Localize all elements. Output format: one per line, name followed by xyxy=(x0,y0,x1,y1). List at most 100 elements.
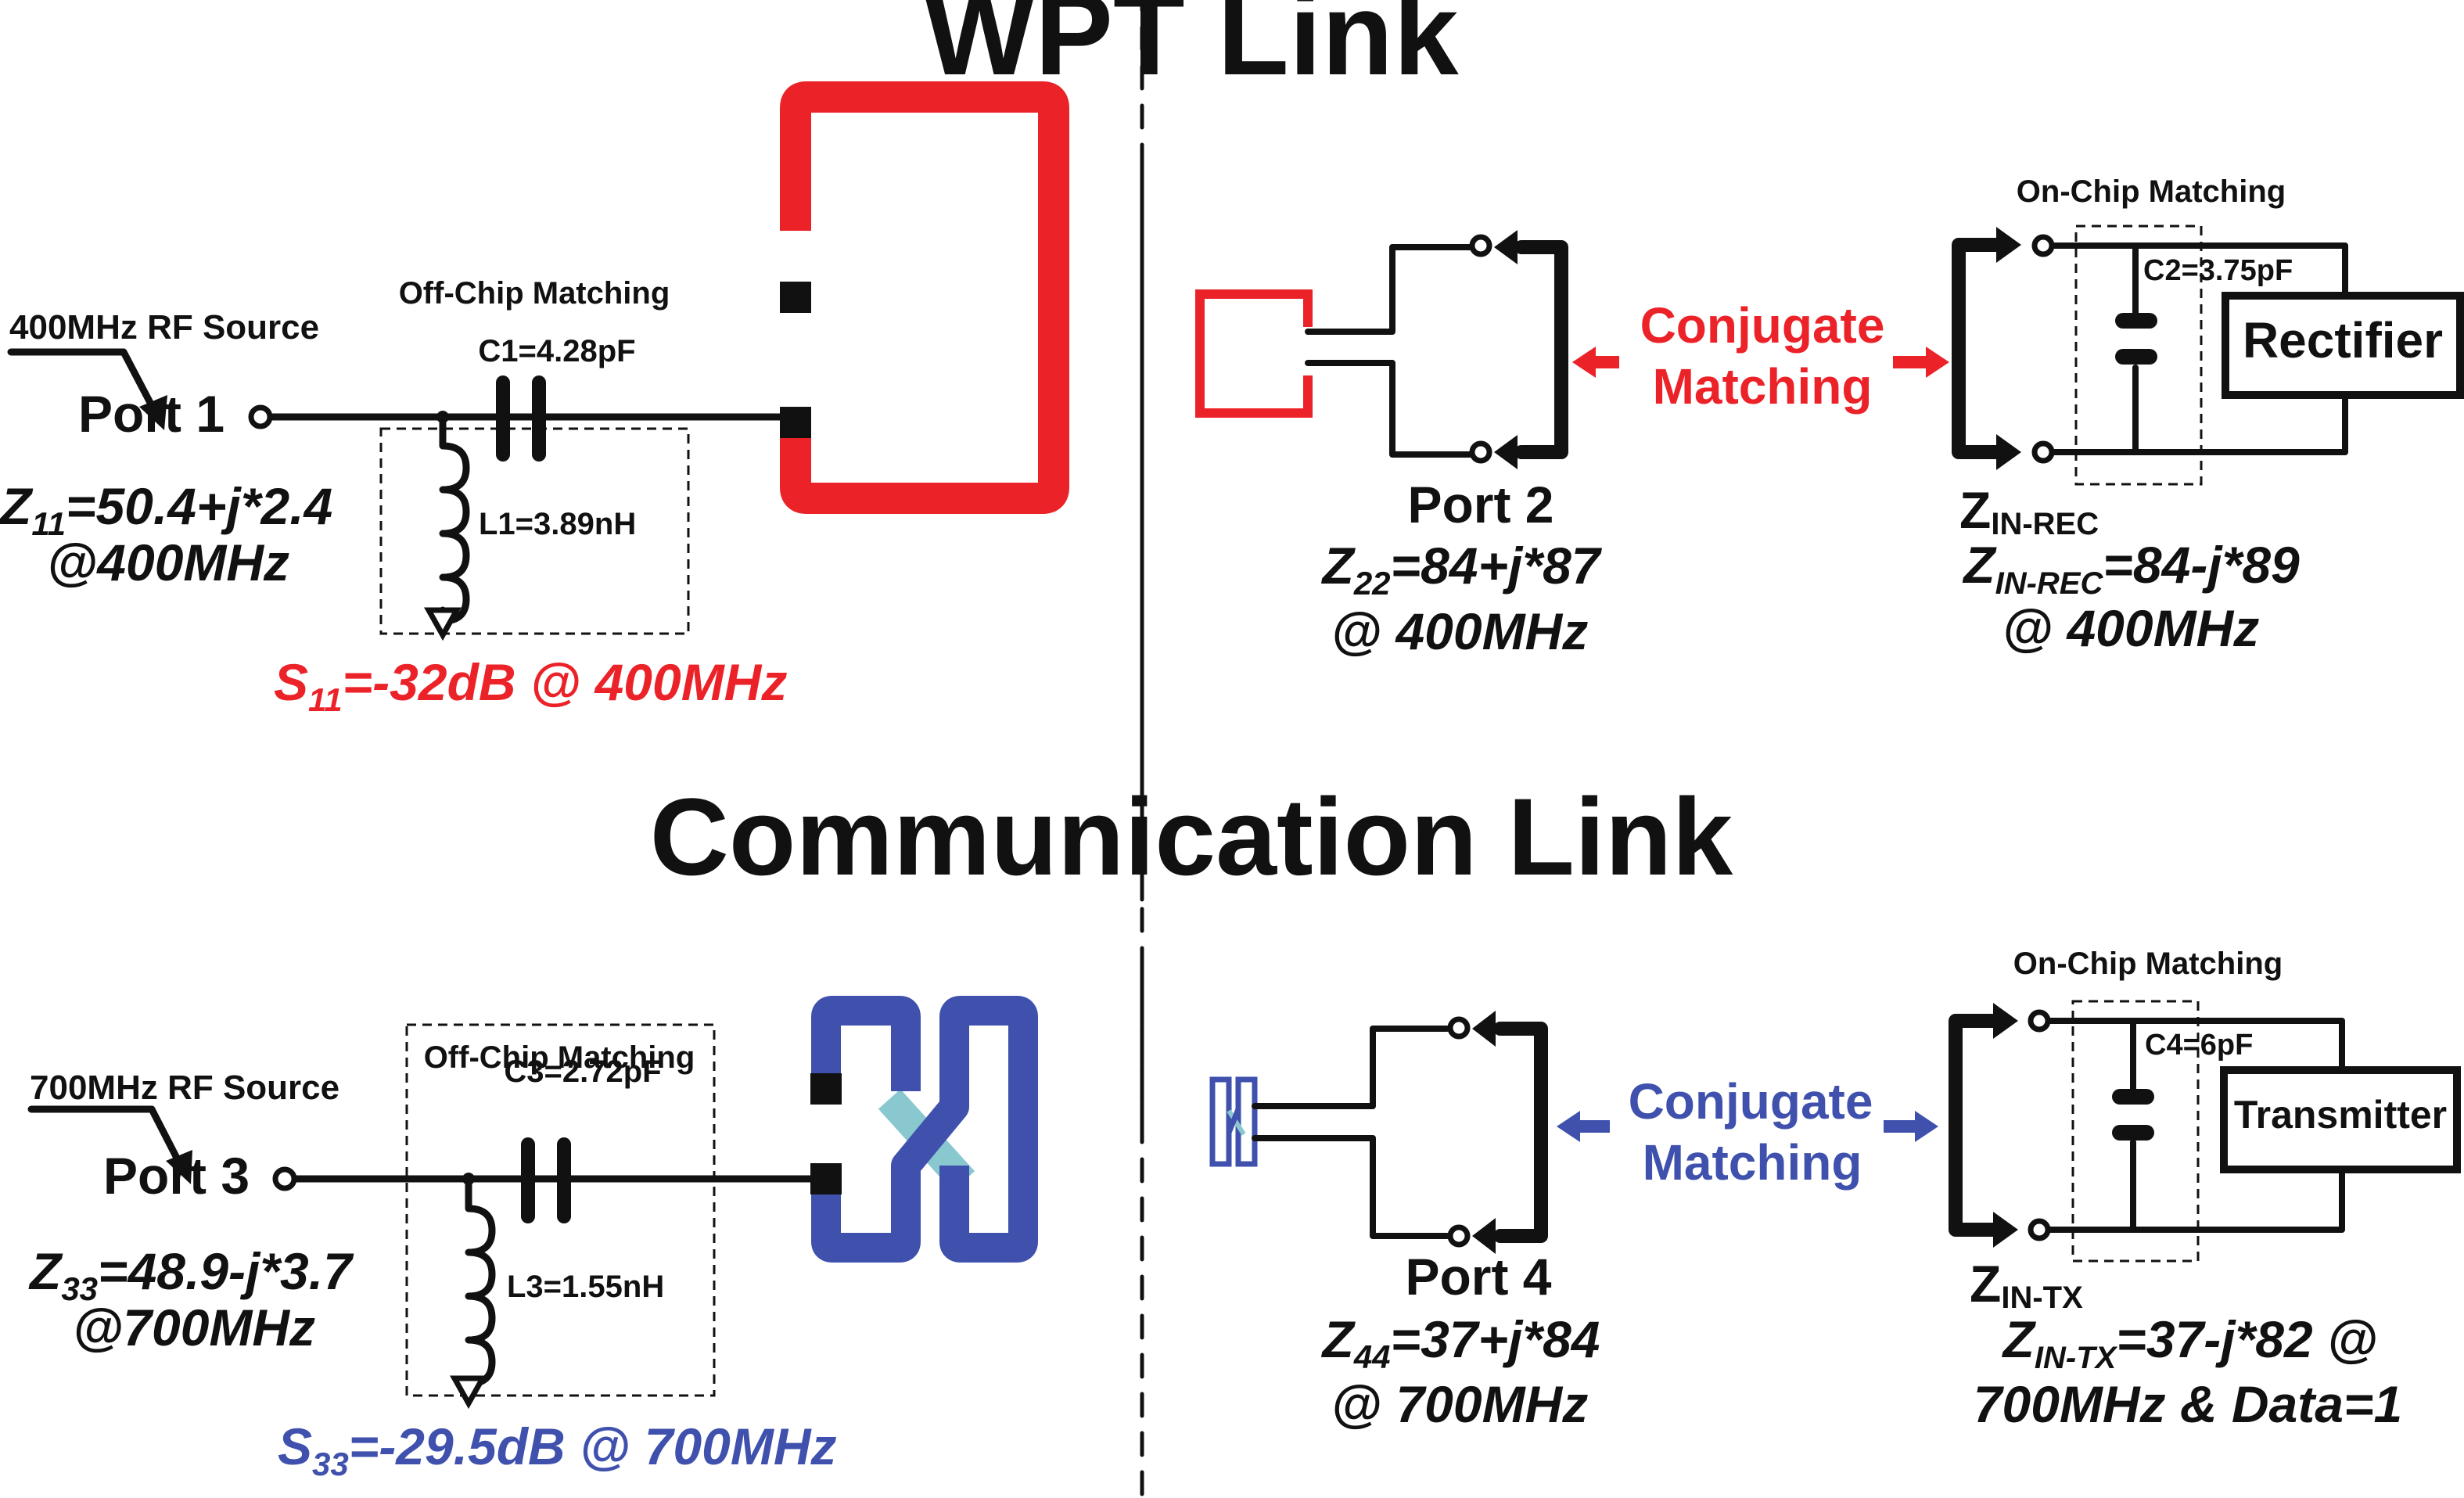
arrow-head-icon xyxy=(139,395,167,430)
port2-terminal-bottom[interactable] xyxy=(1469,440,1492,464)
wpt-offchip-matching-box xyxy=(379,427,690,635)
l1-label: L1=3.89nH xyxy=(479,507,636,541)
arrow-left-icon xyxy=(1494,230,1518,264)
c4-plate-top xyxy=(2112,1089,2154,1105)
small-meander-antenna-icon xyxy=(1209,1076,1258,1167)
ground-icon xyxy=(424,607,462,641)
port4-label: Port 4 xyxy=(1405,1248,1551,1306)
rec-terminal-bottom[interactable] xyxy=(2031,440,2055,464)
z11-impedance: Z11=50.4+j*2.4 xyxy=(0,477,332,542)
port4-terminal-top[interactable] xyxy=(1447,1016,1471,1040)
meander-crossover-antenna-icon xyxy=(810,996,1038,1263)
port2-bracket xyxy=(1514,240,1568,459)
wpt-conjugate-matching: Conjugate Matching xyxy=(1572,297,1949,415)
c2-label: C2=3.75pF xyxy=(2143,254,2293,287)
comm-offchip-label: Off-Chip Matching xyxy=(424,1040,695,1075)
rec-terminal-top[interactable] xyxy=(2031,234,2055,257)
wpt-tx-circuit: 400MHz RF Source Port 1 Off-Chip Matchin… xyxy=(0,81,1069,718)
zin-rec-freq: @ 400MHz xyxy=(2002,599,2259,657)
port4-bracket xyxy=(1493,1022,1548,1243)
wpt-onchip-circuit: On-Chip Matching C2=3.75pF Rectifier ZIN… xyxy=(1952,174,2464,657)
tx-bottom-rail xyxy=(2046,1166,2345,1233)
square-loop-antenna-icon xyxy=(780,81,1069,514)
l3-inductor-coil xyxy=(465,1175,496,1388)
comm-title: Communication Link xyxy=(650,775,1733,898)
small-loop-antenna-icon xyxy=(1195,289,1313,418)
arrow-right-icon xyxy=(1884,1111,1938,1142)
port4-feed-top xyxy=(1252,1026,1450,1109)
port3-terminal[interactable] xyxy=(272,1166,297,1191)
z33-impedance: Z33=48.9-j*3.7 xyxy=(28,1242,354,1307)
arrow-right-icon xyxy=(1993,1003,2018,1039)
port2-terminal-top[interactable] xyxy=(1469,234,1492,257)
ground-icon xyxy=(450,1375,487,1410)
arrow-right-icon xyxy=(1996,227,2021,263)
c3-plate-left xyxy=(521,1137,535,1223)
z33-freq: @700MHz xyxy=(73,1299,315,1356)
c1-plate-right xyxy=(532,375,546,462)
tx-terminal-top[interactable] xyxy=(2028,1009,2051,1033)
c2-plate-top xyxy=(2115,313,2157,329)
transmitter-label: Transmitter xyxy=(2234,1093,2447,1137)
arrow-head-icon xyxy=(166,1150,192,1184)
tx-terminal-bottom[interactable] xyxy=(2028,1218,2051,1241)
arrow-right-icon xyxy=(1893,347,1949,378)
rectifier-label: Rectifier xyxy=(2243,312,2443,368)
zin-tx-bracket xyxy=(1949,1014,2002,1237)
wpt-source-label: 400MHz RF Source xyxy=(9,308,319,347)
wpt-conjugate-line1: Conjugate xyxy=(1640,297,1885,354)
wpt-port1-label: Port 1 xyxy=(78,385,224,443)
arrow-left-icon xyxy=(1572,347,1619,378)
z22-impedance: Z22=84+j*87 xyxy=(1321,537,1603,602)
wpt-onchip-label: On-Chip Matching xyxy=(2017,174,2286,209)
comm-onchip-label: On-Chip Matching xyxy=(2013,947,2283,981)
comm-onchip-matching-box xyxy=(2071,1000,2200,1263)
rectifier-block xyxy=(2222,292,2464,399)
port2-feed-top xyxy=(1305,244,1474,335)
z11-freq: @400MHz xyxy=(47,533,289,591)
arrow-left-icon xyxy=(1472,1011,1496,1047)
comm-source-pointer xyxy=(27,1105,185,1171)
z44-impedance: Z44=37+j*84 xyxy=(1321,1310,1600,1375)
port4-terminal-bottom[interactable] xyxy=(1447,1224,1471,1248)
s11-return-loss: S11=-32dB @ 400MHz xyxy=(274,653,787,718)
arrow-left-icon xyxy=(1494,435,1518,469)
tx-top-rail xyxy=(2046,1018,2345,1073)
wpt-offchip-label: Off-Chip Matching xyxy=(399,276,670,311)
wpt-source-pointer xyxy=(7,348,160,419)
comm-conjugate-line1: Conjugate xyxy=(1629,1073,1873,1130)
c2-plate-bottom xyxy=(2115,349,2157,365)
comm-tx-circuit: 700MHz RF Source Port 3 Off-Chip Matchin… xyxy=(27,996,1038,1482)
c1-plate-left xyxy=(496,375,510,462)
comm-onchip-circuit: On-Chip Matching C4=6pF Transmitter ZIN-… xyxy=(1949,947,2461,1433)
z22-freq: @ 400MHz xyxy=(1331,602,1588,660)
antenna-feed-pad-top xyxy=(780,282,811,313)
l3-label: L3=1.55nH xyxy=(507,1270,664,1304)
port2-label: Port 2 xyxy=(1407,476,1553,533)
zin-rec-bracket xyxy=(1952,238,2006,459)
c4-label: C4=6pF xyxy=(2145,1029,2253,1062)
wpt-conjugate-line2: Matching xyxy=(1653,358,1873,415)
port1-terminal[interactable] xyxy=(248,404,273,429)
antenna-feed-pad-bottom xyxy=(810,1163,842,1194)
comm-port3-label: Port 3 xyxy=(103,1147,250,1205)
arrow-left-icon xyxy=(1472,1218,1496,1254)
c1-label: C1=4.28pF xyxy=(478,334,635,368)
antenna-feed-pad-bottom xyxy=(780,407,811,438)
zin-tx-label: ZIN-TX xyxy=(1970,1255,2083,1315)
s33-return-loss: S33=-29.5dB @ 700MHz xyxy=(278,1417,837,1482)
rec-top-rail xyxy=(2049,242,2348,299)
comm-rx-circuit: Port 4 Z44=37+j*84 @ 700MHz xyxy=(1209,1011,1600,1433)
zin-tx-impedance: ZIN-TX=37-j*82 @ xyxy=(2002,1310,2378,1375)
arrow-right-icon xyxy=(1993,1212,2018,1248)
arrow-right-icon xyxy=(1996,434,2021,470)
zin-tx-freq: 700MHz & Data=1 xyxy=(1974,1375,2402,1433)
c3-label: C3=2.72pF xyxy=(504,1054,661,1089)
comm-conjugate-line2: Matching xyxy=(1643,1134,1862,1191)
arrow-left-icon xyxy=(1557,1111,1610,1142)
antenna-feed-pad-top xyxy=(810,1073,842,1105)
comm-source-label: 700MHz RF Source xyxy=(30,1069,339,1107)
transmitter-block xyxy=(2220,1066,2461,1173)
z44-freq: @ 700MHz xyxy=(1331,1375,1588,1433)
